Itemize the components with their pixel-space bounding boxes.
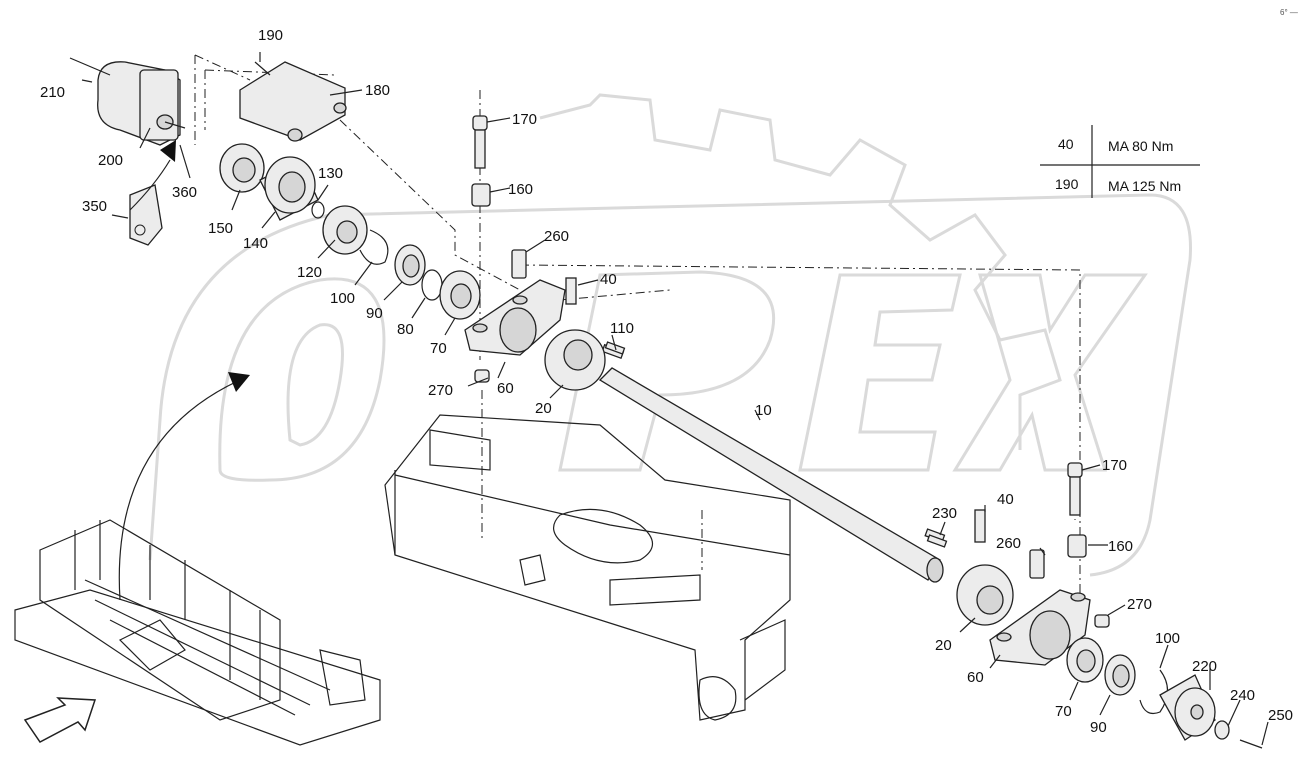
callout-200: 200 — [98, 152, 123, 169]
callout-80: 80 — [397, 321, 414, 338]
ring-130 — [311, 201, 325, 219]
bolt-40-left — [565, 277, 577, 305]
callout-60-right: 60 — [967, 669, 984, 686]
callout-60-left: 60 — [497, 380, 514, 397]
torque-row-1-part: 40 — [1058, 136, 1074, 152]
ring-80 — [421, 269, 443, 301]
callout-160-left: 160 — [508, 181, 533, 198]
callout-260-right: 260 — [996, 535, 1021, 552]
callout-40-left: 40 — [600, 271, 617, 288]
motor-200 — [97, 61, 186, 146]
callout-180: 180 — [365, 82, 390, 99]
bearing-120 — [322, 205, 368, 255]
bracket-350 — [129, 184, 163, 246]
callout-350: 350 — [82, 198, 107, 215]
bolt-250 — [1239, 739, 1263, 749]
callout-100-left: 100 — [330, 290, 355, 307]
collar-20-right — [956, 564, 1014, 626]
callout-170-left: 170 — [512, 111, 537, 128]
callout-240: 240 — [1230, 687, 1255, 704]
callout-130: 130 — [318, 165, 343, 182]
callout-20-right: 20 — [935, 637, 952, 654]
bush-160-left — [471, 183, 491, 207]
seal-90-left — [394, 244, 426, 286]
callout-20-left: 20 — [535, 400, 552, 417]
callout-90-right: 90 — [1090, 719, 1107, 736]
bearing-150 — [219, 143, 265, 193]
callout-150: 150 — [208, 220, 233, 237]
callout-90-left: 90 — [366, 305, 383, 322]
bearing-70-right — [1066, 637, 1104, 683]
washer-240 — [1214, 720, 1230, 740]
callout-70-left: 70 — [430, 340, 447, 357]
bolt-170-left — [472, 115, 488, 169]
paver-overview — [14, 519, 381, 746]
callout-260-left: 260 — [544, 228, 569, 245]
curved-arrow-small — [129, 140, 176, 211]
shaft-10 — [598, 343, 946, 583]
callout-40-right: 40 — [997, 491, 1014, 508]
callout-270-right: 270 — [1127, 596, 1152, 613]
watermark-logo — [148, 93, 1192, 577]
callout-220: 220 — [1192, 658, 1217, 675]
callout-250: 250 — [1268, 707, 1293, 724]
seal-90-right — [1104, 654, 1136, 696]
cap-220 — [1159, 674, 1216, 741]
key-230 — [926, 534, 948, 548]
callout-230: 230 — [932, 505, 957, 522]
callout-10: 10 — [755, 402, 772, 419]
sleeve-140 — [259, 156, 319, 221]
bush-160-right — [1067, 534, 1087, 558]
callout-120: 120 — [297, 264, 322, 281]
callout-360: 360 — [172, 184, 197, 201]
circlip-100-left — [359, 229, 389, 265]
callout-labels: 10 20 20 40 40 60 60 70 70 80 90 90 100 … — [40, 27, 1293, 736]
curved-arrow-large — [118, 372, 250, 601]
bearing-70-left — [439, 270, 481, 320]
callout-170-right: 170 — [1102, 457, 1127, 474]
circlip-100-right — [1139, 669, 1169, 715]
corner-mark: 6° — — [1280, 8, 1298, 17]
torque-row-2-value: MA 125 Nm — [1108, 178, 1181, 194]
bush-270-right — [1094, 614, 1110, 628]
callout-210: 210 — [40, 84, 65, 101]
bolt-190 — [254, 61, 271, 76]
torque-row-1-value: MA 80 Nm — [1108, 138, 1173, 154]
bolt-40-right — [974, 509, 986, 543]
callout-110: 110 — [610, 320, 634, 337]
torque-table: 40 MA 80 Nm 190 MA 125 Nm — [1040, 125, 1200, 198]
fitting-260-left — [511, 249, 527, 279]
housing-180 — [239, 61, 347, 142]
torque-row-2-part: 190 — [1055, 176, 1079, 192]
callout-70-right: 70 — [1055, 703, 1072, 720]
callout-140: 140 — [243, 235, 268, 252]
bearing-block-60-left — [464, 279, 566, 356]
callout-160-right: 160 — [1108, 538, 1133, 555]
view-direction-arrow — [23, 697, 97, 743]
bolt-170-right — [1067, 462, 1083, 516]
collar-20-left — [544, 329, 606, 391]
callout-190: 190 — [258, 27, 283, 44]
leader-lines — [81, 52, 1269, 746]
fitting-260-right — [1029, 549, 1045, 579]
screed-frame — [384, 414, 791, 721]
callout-100-right: 100 — [1155, 630, 1180, 647]
bolt-210 — [69, 57, 111, 76]
bearing-block-60-right — [989, 589, 1091, 666]
callout-270-left: 270 — [428, 382, 453, 399]
